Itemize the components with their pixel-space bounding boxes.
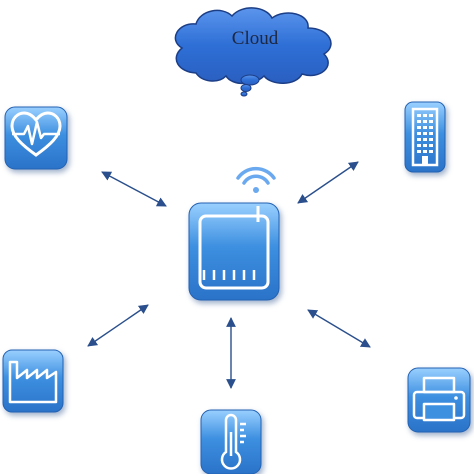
health-monitor: [4, 106, 68, 170]
arrow-health: [101, 171, 167, 207]
printer: [407, 367, 471, 433]
building: [404, 101, 446, 173]
arrow-factory: [87, 304, 149, 347]
building-icon: [411, 107, 439, 167]
cloud-label: Cloud: [232, 28, 279, 49]
wifi-icon: [236, 166, 276, 193]
connections: [87, 161, 371, 389]
gateway-router: [188, 202, 280, 301]
factory-icon: [8, 360, 58, 404]
arrow-printer: [307, 309, 371, 348]
cloud-puff-3: [240, 91, 248, 97]
printer-icon: [412, 376, 466, 422]
router-icon: [198, 214, 270, 290]
arrow-building: [297, 161, 359, 204]
heartbeat-icon: [10, 111, 62, 157]
cloud: Cloud: [174, 7, 332, 97]
cloud-puff-2: [240, 84, 252, 92]
thermometer-icon: [220, 413, 246, 470]
cloud-puff-1: [240, 74, 260, 86]
factory: [2, 349, 64, 413]
thermometer: [200, 409, 262, 474]
